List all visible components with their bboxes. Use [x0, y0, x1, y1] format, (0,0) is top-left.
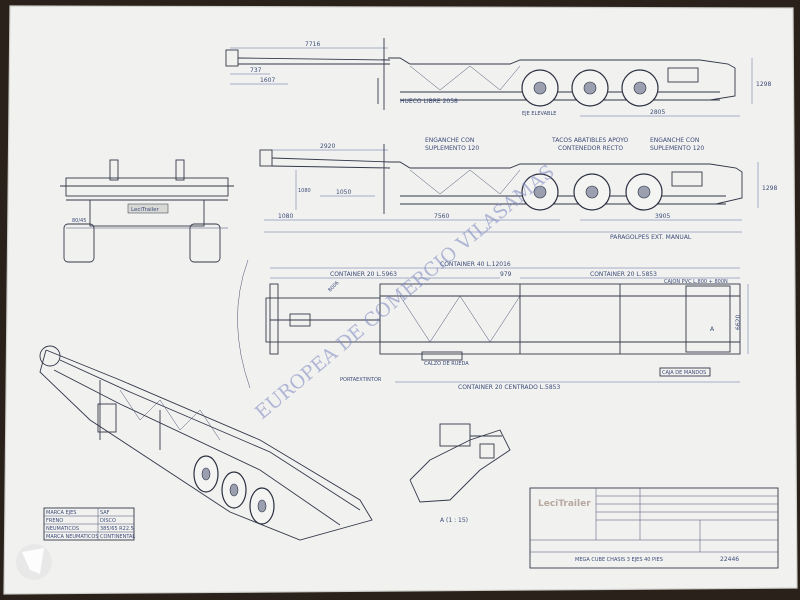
spec-key-0: MARCA EJES [46, 510, 76, 516]
spec-key-2: NEUMATICOS [46, 526, 79, 532]
label-calzo-rueda: CALZO DE RUEDA [424, 361, 469, 367]
spec-val-3: CONTINENTAL [100, 534, 135, 540]
label-eje-elevable: EJE ELEVABLE [522, 111, 556, 117]
dim-height-1298-mid: 1298 [762, 185, 777, 192]
front-view: LeciTrailer 80/45 [60, 159, 234, 263]
label-enganche-right-1: ENGANCHE CON [650, 137, 699, 144]
label-container-20-right: CONTAINER 20 L.5853 [590, 271, 657, 278]
drawing-number: 22446 [720, 556, 739, 563]
isometric-view [39, 345, 373, 541]
dim-80-45: 80/45 [72, 218, 86, 224]
dim-1050: 1050 [336, 189, 351, 196]
dim-width-6620: 6620 [735, 315, 742, 330]
spec-val-1: DISCO [100, 518, 116, 524]
spec-key-1: FRENO [46, 518, 63, 524]
label-caja-mandos: CAJA DE MANDOS [662, 370, 706, 376]
paper-shadow [3, 5, 798, 595]
dim-7560: 7560 [434, 213, 449, 220]
label-cajon-pvc: CAJON PVC L.800 + 800N [664, 279, 728, 285]
label-hueco-libre: HUECO LIBRE 2058 [400, 98, 458, 105]
detail-view-a: A (1 : 15) [409, 423, 511, 524]
label-container-centrado: CONTAINER 20 CENTRADO L.5853 [458, 384, 560, 391]
label-portaextintor: PORTAEXTINTOR [340, 377, 382, 383]
detail-label: A (1 : 15) [440, 517, 468, 524]
camera-icon [16, 544, 52, 580]
title-text: MEGA CUBE CHASIS 3 EJES 40 PIES [575, 557, 663, 563]
label-enganche-left-2: SUPLEMENTO 120 [425, 145, 479, 152]
spec-table: MARCA EJES SAF FRENO DISCO NEUMATICOS 38… [43, 507, 135, 541]
label-tacos-1: TACOS ABATIBLES APOYO [551, 137, 629, 144]
dim-overall-length: 7716 [305, 41, 320, 48]
title-block: LeciTrailer MEGA CUBE CHASIS 3 EJES 40 P… [529, 487, 779, 569]
front-brand-plate: LeciTrailer [131, 207, 160, 213]
label-enganche-right-2: SUPLEMENTO 120 [650, 145, 704, 152]
dim-2920: 2920 [320, 143, 335, 150]
dim-1080: 1080 [278, 213, 293, 220]
spec-val-2: 385/65 R22.5 [100, 526, 134, 532]
section-marker-a: A [710, 326, 715, 333]
side-view-top: 7716 737 1607 HUECO LIBRE 2058 EJE ELEVA… [225, 38, 771, 117]
spec-val-0: SAF [100, 510, 110, 516]
dim-1080-vertical: 1080 [298, 188, 311, 194]
spec-key-3: MARCA NEUMATICOS [46, 534, 99, 540]
label-enganche-left-1: ENGANCHE CON [425, 137, 474, 144]
title-brand: LeciTrailer [538, 499, 591, 509]
dim-height-1298: 1298 [756, 81, 771, 88]
dim-2805: 2805 [650, 109, 665, 116]
label-tacos-2: CONTENEDOR RECTO [558, 145, 623, 152]
label-paragolpes: PARAGOLPES EXT. MANUAL [610, 234, 692, 241]
label-container-40: CONTAINER 40 L.12016 [440, 261, 511, 268]
dim-1607: 1607 [260, 77, 275, 84]
label-container-20-left: CONTAINER 20 L.5963 [330, 271, 397, 278]
plan-view: CONTAINER 40 L.12016 CONTAINER 20 L.5963… [237, 259, 749, 391]
dim-737: 737 [250, 67, 262, 74]
side-view-middle: ENGANCHE CON SUPLEMENTO 120 TACOS ABATIB… [259, 137, 777, 241]
paper-sheet [4, 6, 797, 594]
dim-3905: 3905 [655, 213, 670, 220]
dim-979: 979 [500, 271, 512, 278]
